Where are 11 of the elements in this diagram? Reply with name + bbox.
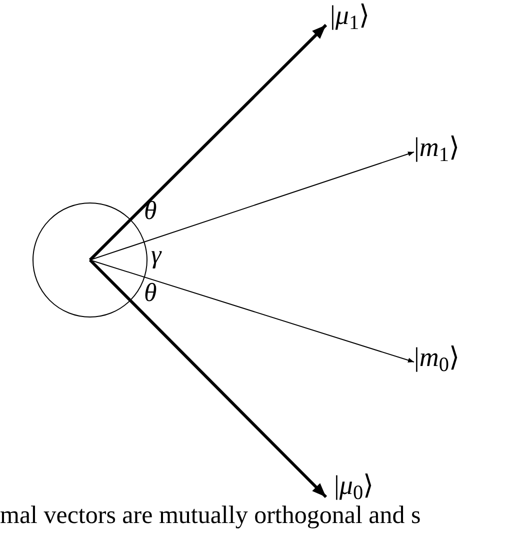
vector-label: |m$_{1}$⟩	[414, 132, 460, 162]
vector-label: |μ$_{0}$⟩	[334, 470, 374, 500]
arrow	[88, 258, 328, 498]
caption-text: mal vectors are mutually orthogonal and s	[0, 503, 421, 528]
angle-label: θ	[144, 280, 157, 306]
arrow	[90, 152, 414, 260]
vector-label: |μ$_{1}$⟩	[330, 0, 370, 30]
arrow	[88, 24, 328, 262]
angle-label: θ	[144, 198, 157, 224]
vector-label: |m$_{0}$⟩	[414, 342, 460, 372]
angle-label: γ	[151, 242, 162, 268]
